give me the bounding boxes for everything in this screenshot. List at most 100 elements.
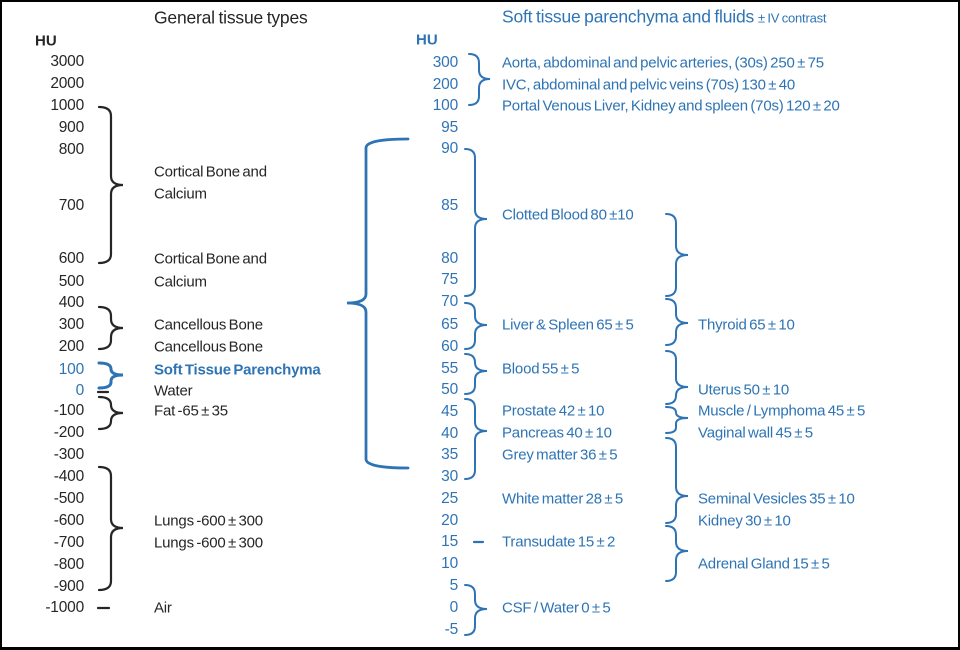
hu-tick-left-200: -200 [53, 424, 84, 441]
hu-tick-left-400: 400 [58, 294, 84, 311]
label-water: Water [154, 382, 193, 400]
hu-tick-right-200: 200 [432, 76, 458, 93]
label-cortical-bone-and: Cortical Bone and [154, 163, 267, 181]
hu-tick-left-300: -300 [53, 446, 84, 463]
hu-tick-right-30: 30 [441, 468, 458, 485]
hu-tick-left-0: 0 [75, 382, 85, 399]
label-air: Air [154, 599, 172, 617]
hu-tick-left-100: 100 [58, 361, 84, 378]
label-grey-matter-36-5: Grey matter 36 ± 5 [502, 446, 618, 464]
label-kidney-30-10: Kidney 30 ± 10 [698, 512, 791, 530]
hu-tick-left-2000: 2000 [50, 75, 84, 92]
hu-tick-right-50: 50 [441, 381, 458, 398]
hu-tick-right-40: 40 [441, 425, 458, 442]
right-section-title-main: Soft tissue parenchyma and fluids [502, 6, 755, 27]
left-section-title: General tissue types [154, 7, 308, 28]
hu-tick-left-600: -600 [53, 512, 84, 529]
hu-tick-right-90: 90 [441, 140, 458, 157]
iv-contrast-brace [468, 53, 491, 106]
clotted-blood-brace [464, 148, 488, 297]
hu-tick-left-300: 300 [58, 316, 84, 333]
hu-tick-right-70: 70 [441, 293, 458, 310]
hu-tick-right-15: 15 [441, 533, 458, 550]
label-clotted-blood-80-10: Clotted Blood 80 ±10 [502, 206, 634, 224]
label-cancellous-bone: Cancellous Bone [154, 316, 263, 334]
cortical-bone-brace [97, 105, 124, 265]
hu-tick-left-1000: -1000 [45, 599, 84, 616]
adrenal-brace [665, 525, 689, 582]
label-prostate-42-10: Prostate 42 ± 10 [502, 402, 605, 420]
hu-tick-left-400: -400 [53, 468, 84, 485]
label-ivc-abdominal-and-pelvic-veins-70s-130-40: IVC, abdominal and pelvic veins (70s) 13… [502, 76, 796, 94]
hu-tick-right-20: 20 [441, 512, 458, 529]
hu-tick-right-85: 85 [441, 197, 458, 214]
label-transudate-15-2: Transudate 15 ± 2 [502, 533, 616, 551]
label-calcium: Calcium [154, 273, 207, 291]
hu-tick-left-600: 600 [58, 250, 84, 267]
blood-brace [464, 353, 488, 395]
hu-tick-left-3000: 3000 [50, 53, 84, 70]
hu-tick-left-500: -500 [53, 490, 84, 507]
hu-tick-left-100: -100 [53, 402, 84, 419]
hu-tick-right-65: 65 [441, 316, 458, 333]
cancellous-bone-brace [97, 305, 124, 351]
label-uterus-50-10: Uterus 50 ± 10 [698, 381, 789, 399]
hu-tick-right-25: 25 [441, 490, 458, 507]
lungs-brace [97, 465, 124, 592]
liver-spleen-brace [464, 302, 488, 350]
label-csf-water-0-5: CSF / Water 0 ± 5 [502, 599, 611, 617]
hu-tick-right-60: 60 [441, 338, 458, 355]
hu-tick-right-5: -5 [444, 621, 459, 638]
label-lungs-600-300: Lungs -600 ± 300 [154, 534, 263, 552]
csf-water-brace [464, 584, 488, 636]
hu-tick-right-35: 35 [441, 446, 458, 463]
hu-tick-left-500: 500 [58, 273, 84, 290]
label-blood-55-5: Blood 55 ± 5 [502, 360, 580, 378]
label-muscle-lymphoma-45-5: Muscle / Lymphoma 45 ± 5 [698, 402, 866, 420]
hu-tick-left-900: 900 [58, 119, 84, 136]
hu-tick-right-0: 0 [449, 599, 459, 616]
hu-tick-right-95: 95 [441, 119, 458, 136]
label-seminal-vesicles-35-10: Seminal Vesicles 35 ± 10 [698, 490, 855, 508]
right-section-title-suffix: ± IV contrast [758, 10, 827, 26]
label-portal-venous-liver-kidney-and-spleen-70s-120-20: Portal Venous Liver, Kidney and spleen (… [502, 97, 840, 115]
hu-tick-right-75: 75 [441, 271, 458, 288]
label-aorta-abdominal-and-pelvic-arteries-30s-250-75: Aorta, abdominal and pelvic arteries, (3… [502, 54, 824, 72]
label-white-matter-28-5: White matter 28 ± 5 [502, 490, 623, 508]
label-fat-65-35: Fat -65 ± 35 [154, 402, 228, 420]
hu-tick-right-300: 300 [432, 54, 458, 71]
hu-tick-left-800: -800 [53, 556, 84, 573]
hu-tick-left-800: 800 [58, 141, 84, 158]
label-liver-spleen-65-5: Liver & Spleen 65 ± 5 [502, 316, 634, 334]
label-thyroid-65-10: Thyroid 65 ± 10 [698, 316, 795, 334]
hu-tick-left-700: 700 [58, 197, 84, 214]
right-axis-unit-label: HU [416, 31, 438, 49]
hu-tick-left-1000: 1000 [50, 97, 84, 114]
muscle-vaginal-brace [665, 406, 689, 434]
thyroid-brace [665, 298, 689, 346]
hu-tick-right-5: 5 [449, 577, 459, 594]
label-cortical-bone-and: Cortical Bone and [154, 250, 267, 268]
hu-tick-right-10: 10 [441, 555, 458, 572]
hu-tick-left-200: 200 [58, 338, 84, 355]
label-adrenal-gland-15-5: Adrenal Gland 15 ± 5 [698, 555, 830, 573]
hu-tick-right-45: 45 [441, 403, 458, 420]
uterus-brace [665, 350, 689, 405]
hu-tick-left-900: -900 [53, 578, 84, 595]
label-vaginal-wall-45-5: Vaginal wall 45 ± 5 [698, 424, 813, 442]
prostate-pancreas-brace [464, 398, 488, 480]
label-lungs-600-300: Lungs -600 ± 300 [154, 512, 263, 530]
left-axis-unit-label: HU [35, 32, 57, 50]
hu-tick-left-700: -700 [53, 534, 84, 551]
soft-tissue-brace [97, 361, 124, 390]
hu-tick-right-100: 100 [432, 97, 458, 114]
clotted-blood-range-brace [665, 213, 689, 297]
hu-tick-right-80: 80 [441, 250, 458, 267]
label-calcium: Calcium [154, 185, 207, 203]
label-soft-tissue-parenchyma: Soft Tissue Parenchyma [154, 361, 321, 379]
seminal-kidney-brace [665, 437, 689, 524]
fat-brace [97, 395, 124, 431]
label-cancellous-bone: Cancellous Bone [154, 338, 263, 356]
hu-tick-right-55: 55 [441, 360, 458, 377]
